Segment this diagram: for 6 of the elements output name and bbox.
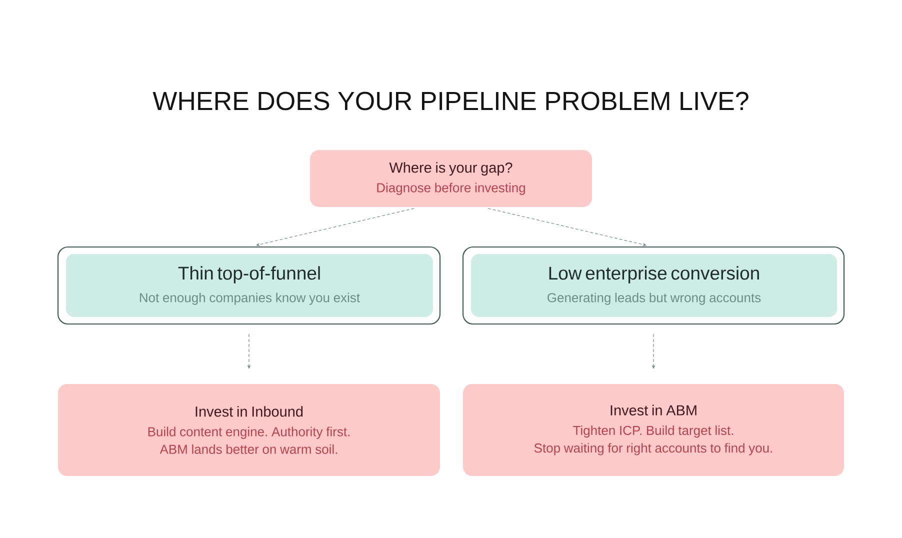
title: WHERE DOES YOUR PIPELINE PROBLEM LIVE? [152, 92, 748, 110]
process-box: Invest in Inbound Build content engine. Authority first. ABM lands better on warm soil. [58, 384, 440, 476]
process-box: Thin top-of-funnel Not enough companies know you exist [66, 254, 433, 317]
process-box: Invest in ABM Tighten ICP. Build target list. Stop waiting for right accounts to find you. [463, 384, 844, 476]
process-box: Where is your gap? Diagnose before investing [310, 150, 592, 207]
process-box: Low enterprise conversion Generating leads but wrong accounts [471, 254, 837, 317]
